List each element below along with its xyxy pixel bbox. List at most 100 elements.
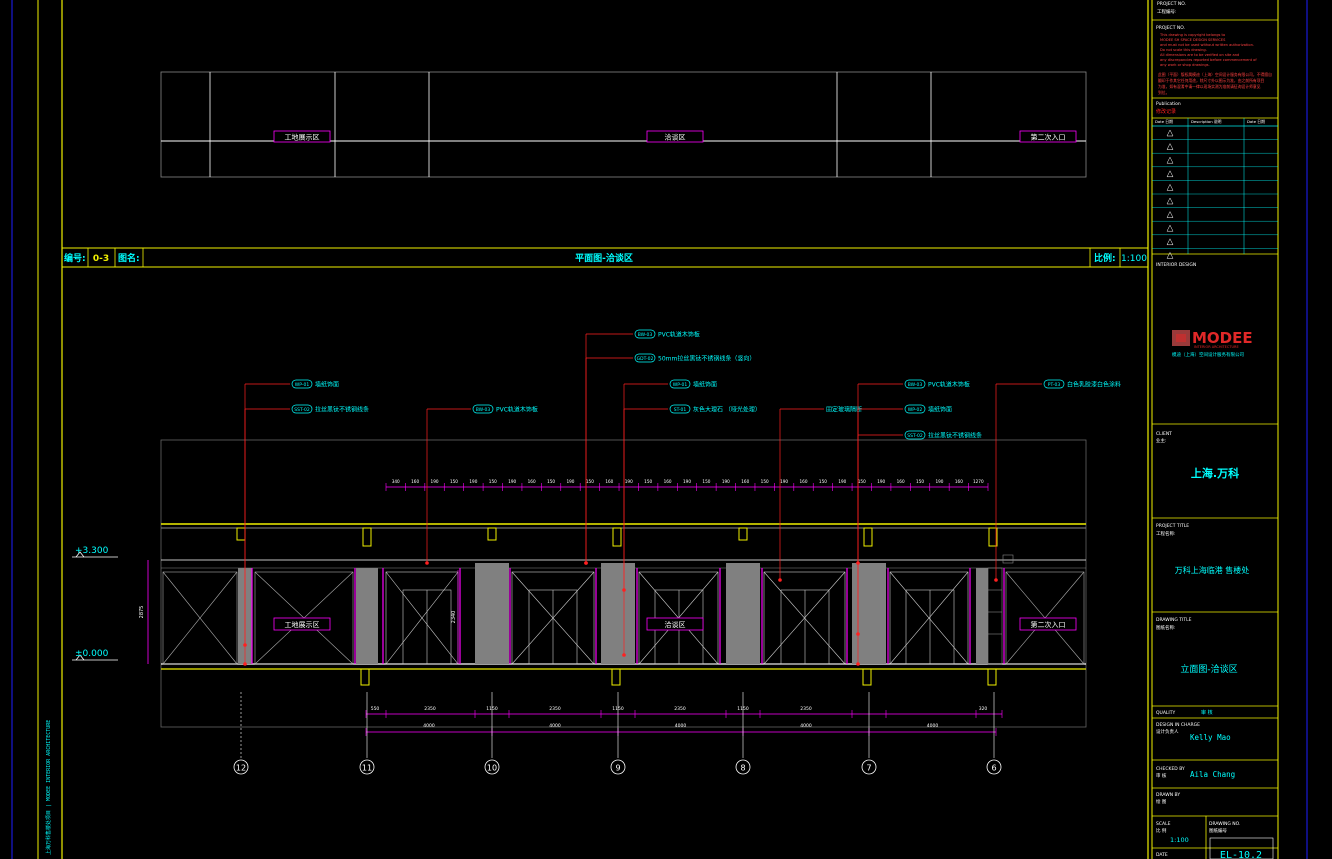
callout-code: WP-02 xyxy=(908,407,923,413)
ceiling-dim-value: 160 xyxy=(800,479,808,484)
copyright-en-line: All dimensions are to be verified on sit… xyxy=(1160,53,1239,57)
ceiling-dim-value: 190 xyxy=(625,479,633,484)
scale-cn: 比 例 xyxy=(1156,827,1167,834)
ceiling-dim-value: 150 xyxy=(644,479,652,484)
drawing-title: 平面图-洽谈区 xyxy=(575,252,633,264)
revision-triangle-icon xyxy=(1166,156,1174,164)
axis-bubble xyxy=(610,759,626,775)
callout-code: BW-03 xyxy=(638,332,653,338)
callout-dot xyxy=(856,662,860,666)
floor-dim-value: 2350 xyxy=(549,706,561,712)
ceiling-dim-value: 150 xyxy=(489,479,497,484)
ceiling-dim-value: 190 xyxy=(877,479,885,484)
drawing-no-value: EL-10.2 xyxy=(1220,850,1262,859)
axis-label: 12 xyxy=(236,764,246,773)
callout-code: PT-03 xyxy=(1048,382,1061,388)
axis-bubble xyxy=(986,759,1002,775)
floor-dim-value: 2350 xyxy=(800,706,812,712)
callout-code: BW-03 xyxy=(476,407,491,413)
revision-triangle-icon xyxy=(1166,143,1174,150)
title-bar: 编号: 0-3 图名: 平面图-洽谈区 比例: 1:100 xyxy=(62,247,1148,268)
callout-text: 拉丝黑钛不锈钢线条 xyxy=(928,432,982,440)
floor-total-value: 4000 xyxy=(800,723,812,729)
ceiling-dim-value: 1270 xyxy=(973,479,984,484)
axis-bubble xyxy=(484,759,500,775)
callout-text: PVC轨道木饰板 xyxy=(658,331,700,339)
callout-tag xyxy=(669,379,691,389)
copyright-cn-line: 到位。 xyxy=(1158,90,1169,95)
ceiling-dim-value: 160 xyxy=(528,479,536,484)
ceiling-dim-value: 190 xyxy=(683,479,691,484)
project-title-label: PROJECT TITLE xyxy=(1156,523,1189,529)
callout-tag xyxy=(634,353,656,363)
callout-tag xyxy=(904,379,926,389)
callout-text: 墙纸饰面 xyxy=(315,381,339,389)
callout-text: 固定玻璃隔断 xyxy=(826,406,862,414)
revision-triangle-icon xyxy=(1166,251,1174,259)
copyright-en-line: and must not be used without written aut… xyxy=(1160,43,1254,47)
callout-tag xyxy=(472,404,494,414)
revision-triangle-icon xyxy=(1166,211,1174,218)
title-num-label: 编号: xyxy=(64,252,86,264)
height-dim: 2875 xyxy=(139,606,145,619)
rev-header: Date 日期 xyxy=(1155,119,1173,124)
checked-cn: 审 核 xyxy=(1156,772,1167,779)
drawing-title-value: 立面图-洽谈区 xyxy=(1180,663,1237,675)
callout-tag xyxy=(904,430,926,440)
ceiling-dim-value: 190 xyxy=(780,479,788,484)
copyright-cn: 此图（平面）版权属模迪（上海）空间设计服务有限公司，不得擅自翻印于作其它任何用途… xyxy=(1158,72,1272,95)
copyright-cn-line: 此图（平面）版权属模迪（上海）空间设计服务有限公司，不得擅自 xyxy=(1158,72,1272,77)
callout-tag xyxy=(1043,379,1065,389)
copyright-cn-line: 翻印于作其它任何用途，除尺寸外以图示为准，由之前所有项目 xyxy=(1158,78,1265,83)
copyright-en-line: MODEE SH SPACE DESIGN SERVICES xyxy=(1160,38,1226,42)
revision-triangle-icon xyxy=(1166,170,1174,178)
drawn-label: DRAWN BY xyxy=(1156,792,1180,798)
callout-tag xyxy=(669,404,691,414)
callout-code: ST-01 xyxy=(674,407,687,413)
plan-zone-label: 工地展示区 xyxy=(285,133,320,142)
checked-label: CHECKED BY xyxy=(1156,766,1185,772)
callout-text: PVC轨道木饰板 xyxy=(496,406,538,414)
title-name-label: 图名: xyxy=(118,252,140,264)
rev-header: Description 说明 xyxy=(1191,119,1222,124)
publication-label: Publication xyxy=(1156,101,1181,107)
axis-label: 9 xyxy=(615,764,620,773)
project-title-cn: 工程名称: xyxy=(1156,530,1176,537)
logo-text: MODEE xyxy=(1192,329,1253,347)
ceiling-dim-value: 160 xyxy=(411,479,419,484)
callout-tag xyxy=(291,404,313,414)
ceiling-dim-value: 160 xyxy=(897,479,905,484)
logo-subtext: INTERIOR ARCHITECTURE xyxy=(1194,345,1239,349)
designed-label: DESIGN IN CHARGE xyxy=(1156,722,1200,728)
floor-dim-value: 550 xyxy=(371,706,380,712)
ceiling-dim-value: 190 xyxy=(722,479,730,484)
callout-code: SST-02 xyxy=(907,433,923,439)
title-block: PROJECT NO. 工程编号: PROJECT NO. This drawi… xyxy=(1152,1,1278,859)
client-cn: 业主: xyxy=(1156,437,1167,444)
callout-dot xyxy=(584,561,588,565)
height-dim: 2340 xyxy=(451,611,457,624)
axis-bubble xyxy=(735,759,751,775)
designed-cn: 设计负责人 xyxy=(1156,728,1179,735)
copyright-en-line: any work or shop drawings. xyxy=(1160,63,1210,67)
drawn-cn: 绘 图 xyxy=(1156,798,1167,805)
callout-code: WP-01 xyxy=(295,382,310,388)
callout-text: 墙纸饰面 xyxy=(693,381,717,389)
callout-dot xyxy=(994,578,998,582)
elev-zone-label: 洽谈区 xyxy=(665,620,686,629)
drawing-title-cn: 图纸名称: xyxy=(1156,624,1176,631)
ceiling-dim-value: 190 xyxy=(566,479,574,484)
scale-value: 1:100 xyxy=(1170,836,1189,844)
designed-value: Kelly Mao xyxy=(1190,733,1231,742)
floor-total-value: 4000 xyxy=(549,723,561,729)
ceiling-dim-value: 190 xyxy=(935,479,943,484)
ceiling-dim-value: 160 xyxy=(955,479,963,484)
floor-total-value: 4000 xyxy=(675,723,687,729)
callout-dot xyxy=(243,662,247,666)
ceiling-dim-value: 150 xyxy=(819,479,827,484)
elev-zone-label: 第二次入口 xyxy=(1031,620,1066,629)
ceiling-dim-value: 150 xyxy=(916,479,924,484)
ceiling-dim-value: 150 xyxy=(761,479,769,484)
